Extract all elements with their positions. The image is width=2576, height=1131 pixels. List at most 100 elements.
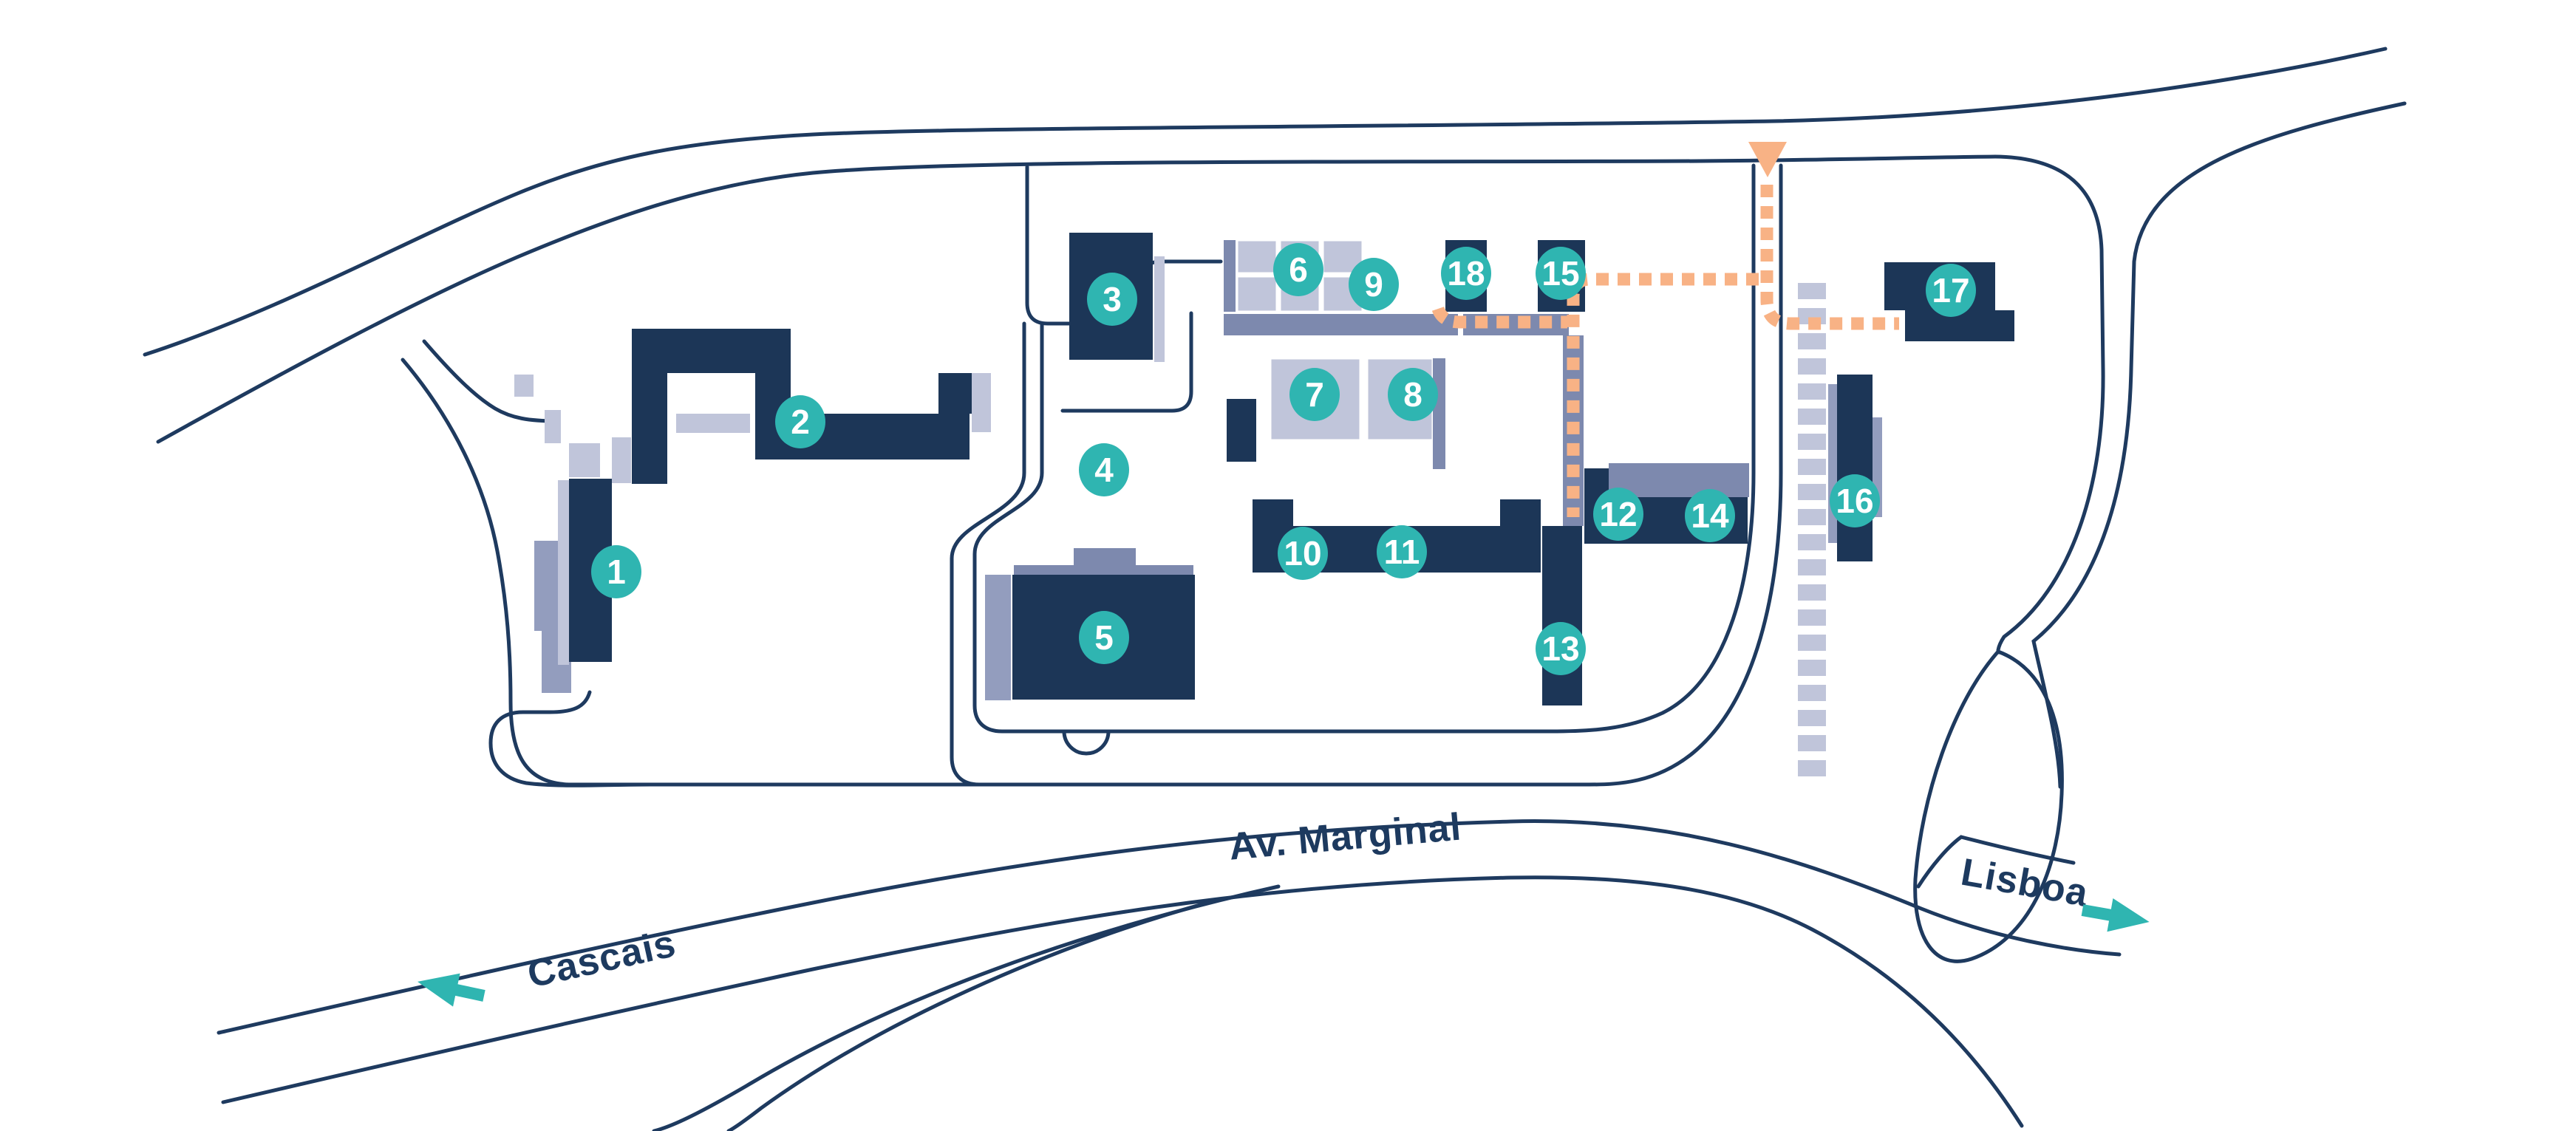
parking-stall [1796,357,1827,376]
marker-number: 4 [1094,451,1114,489]
marker-6[interactable]: 6 [1273,243,1323,296]
road-entrance-road-right [1587,163,1783,787]
building-block [1224,314,1458,335]
parking-stall [1796,759,1827,778]
building-block [985,575,1011,700]
marker-circle [1388,368,1438,421]
building-block [1154,256,1165,362]
parking-stall [1796,683,1827,703]
marker-11[interactable]: 11 [1377,525,1427,578]
road-inner-corridor-south [972,321,1553,734]
marker-9[interactable]: 9 [1349,258,1399,311]
road-courtyard-east [1060,311,1193,413]
marker-number: 7 [1305,375,1324,414]
parking-stall [1796,281,1827,301]
marker-circle [1536,247,1586,300]
marker-8[interactable]: 8 [1388,368,1438,421]
marker-1[interactable]: 1 [591,545,641,598]
marker-number: 18 [1447,254,1485,293]
building-block [1014,565,1193,575]
building-block [612,437,631,483]
road-interchange-loop [1913,649,2064,963]
building-block [1542,526,1582,705]
road-south-turnaround-notch [1062,729,1111,756]
walking-route [1431,306,1567,329]
parking-stall [1796,558,1827,577]
building-block [1253,499,1293,526]
road-campus-west-south [401,358,1591,787]
building-block [1236,239,1278,275]
road-label-cascais: Cascais [524,922,680,997]
building-block [1074,548,1136,565]
marker-2[interactable]: 2 [775,395,825,448]
marker-circle [1593,488,1643,541]
marker-15[interactable]: 15 [1536,247,1586,300]
road-west-ramp-1 [652,884,1281,1131]
building-block [1905,310,2014,341]
parking-stall [1796,432,1827,451]
cascais-direction-arrow [418,973,485,1007]
parking-stall [1796,633,1827,652]
marker-number: 6 [1289,250,1308,289]
marker-number: 17 [1932,271,1969,310]
marker-number: 2 [791,403,810,441]
marker-circle [1079,443,1129,496]
parking-stall [1796,533,1827,552]
marker-7[interactable]: 7 [1289,368,1340,421]
road-highway-top-outer [143,47,2388,357]
building-block [514,375,534,397]
road-av-marginal-north-line [217,819,2122,1035]
marker-10[interactable]: 10 [1278,527,1328,580]
road-right-descent-outer [2031,101,2407,789]
marker-number: 3 [1103,280,1122,318]
building-block [1236,275,1278,313]
marker-number: 16 [1836,482,1873,520]
road-interchange-merge [1916,835,2076,889]
road-building1-spur [488,690,652,787]
marker-circle [1685,489,1735,542]
building-block [1433,358,1445,469]
road-entrance-road-left [1548,163,1756,734]
marker-14[interactable]: 14 [1685,489,1735,542]
marker-circle [1536,622,1586,675]
marker-circle [1079,611,1129,664]
road-label-lisboa: Lisboa [1957,851,2091,915]
building-block [1837,375,1873,561]
marker-16[interactable]: 16 [1830,474,1880,527]
marker-5[interactable]: 5 [1079,611,1129,664]
marker-18[interactable]: 18 [1441,247,1491,300]
marker-12[interactable]: 12 [1593,488,1643,541]
building-block [632,373,667,484]
parking-stall [1796,608,1827,627]
parking-stall [1796,708,1827,728]
marker-17[interactable]: 17 [1926,264,1976,317]
marker-4[interactable]: 4 [1079,443,1129,496]
building-block [1500,499,1541,526]
marker-number: 10 [1284,534,1321,573]
road-label-av-marginal: Av. Marginal [1227,805,1463,868]
marker-number: 9 [1364,265,1383,304]
marker-number: 11 [1384,533,1420,571]
parking-stall [1796,332,1827,351]
parking-stall [1796,407,1827,426]
marker-number: 1 [607,553,626,591]
marker-3[interactable]: 3 [1087,273,1137,326]
marker-circle [1273,243,1323,296]
parking-stall [1796,457,1827,476]
marker-circle [1289,368,1340,421]
marker-circle [1830,474,1880,527]
parking-stall [1796,583,1827,602]
marker-number: 14 [1691,496,1729,535]
building-block [545,410,561,443]
parking-stall [1796,658,1827,677]
marker-circle [1087,273,1137,326]
lisboa-direction-arrow [2081,898,2150,932]
walking-route [1760,185,1899,330]
building-block [632,329,791,373]
building-block [1224,240,1236,312]
marker-circle [1377,525,1427,578]
road-inner-corridor-outer [950,321,1026,787]
road-av-marginal-south-line [221,875,2024,1128]
marker-13[interactable]: 13 [1536,622,1586,675]
marker-number: 12 [1599,495,1637,533]
